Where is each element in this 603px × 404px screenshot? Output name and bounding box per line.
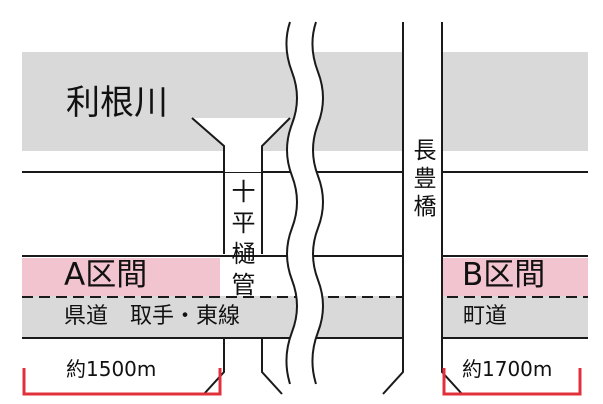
pipe-name-label: 十平樋管 [227,179,255,303]
pipe-right-wall [261,117,291,254]
pipe-lower-left [203,338,225,395]
length-b-label: 約1700m [462,357,553,381]
break-line-left [285,21,298,385]
road-b-label: 町道 [463,304,508,329]
section-band-left [22,258,220,296]
break-line-right [311,21,324,385]
bracket-b [442,368,582,396]
pipe-left-wall [191,117,225,254]
section-band-right [440,258,588,296]
bridge-left-edge [382,22,404,395]
section-b-label: B区間 [462,257,546,293]
bridge-fill [403,22,442,384]
length-a-label: 約1500m [66,357,157,381]
pipe-lower-right [261,338,283,395]
road-a-label: 県道 取手・東線 [64,304,241,329]
pipe-funnel-fill [192,118,290,172]
river-name-label: 利根川 [66,83,168,123]
bridge-right-edge [441,22,463,395]
section-a-label: A区間 [64,257,148,293]
bridge-name-label: 長豊橋 [409,138,435,222]
bracket-a [22,368,222,396]
